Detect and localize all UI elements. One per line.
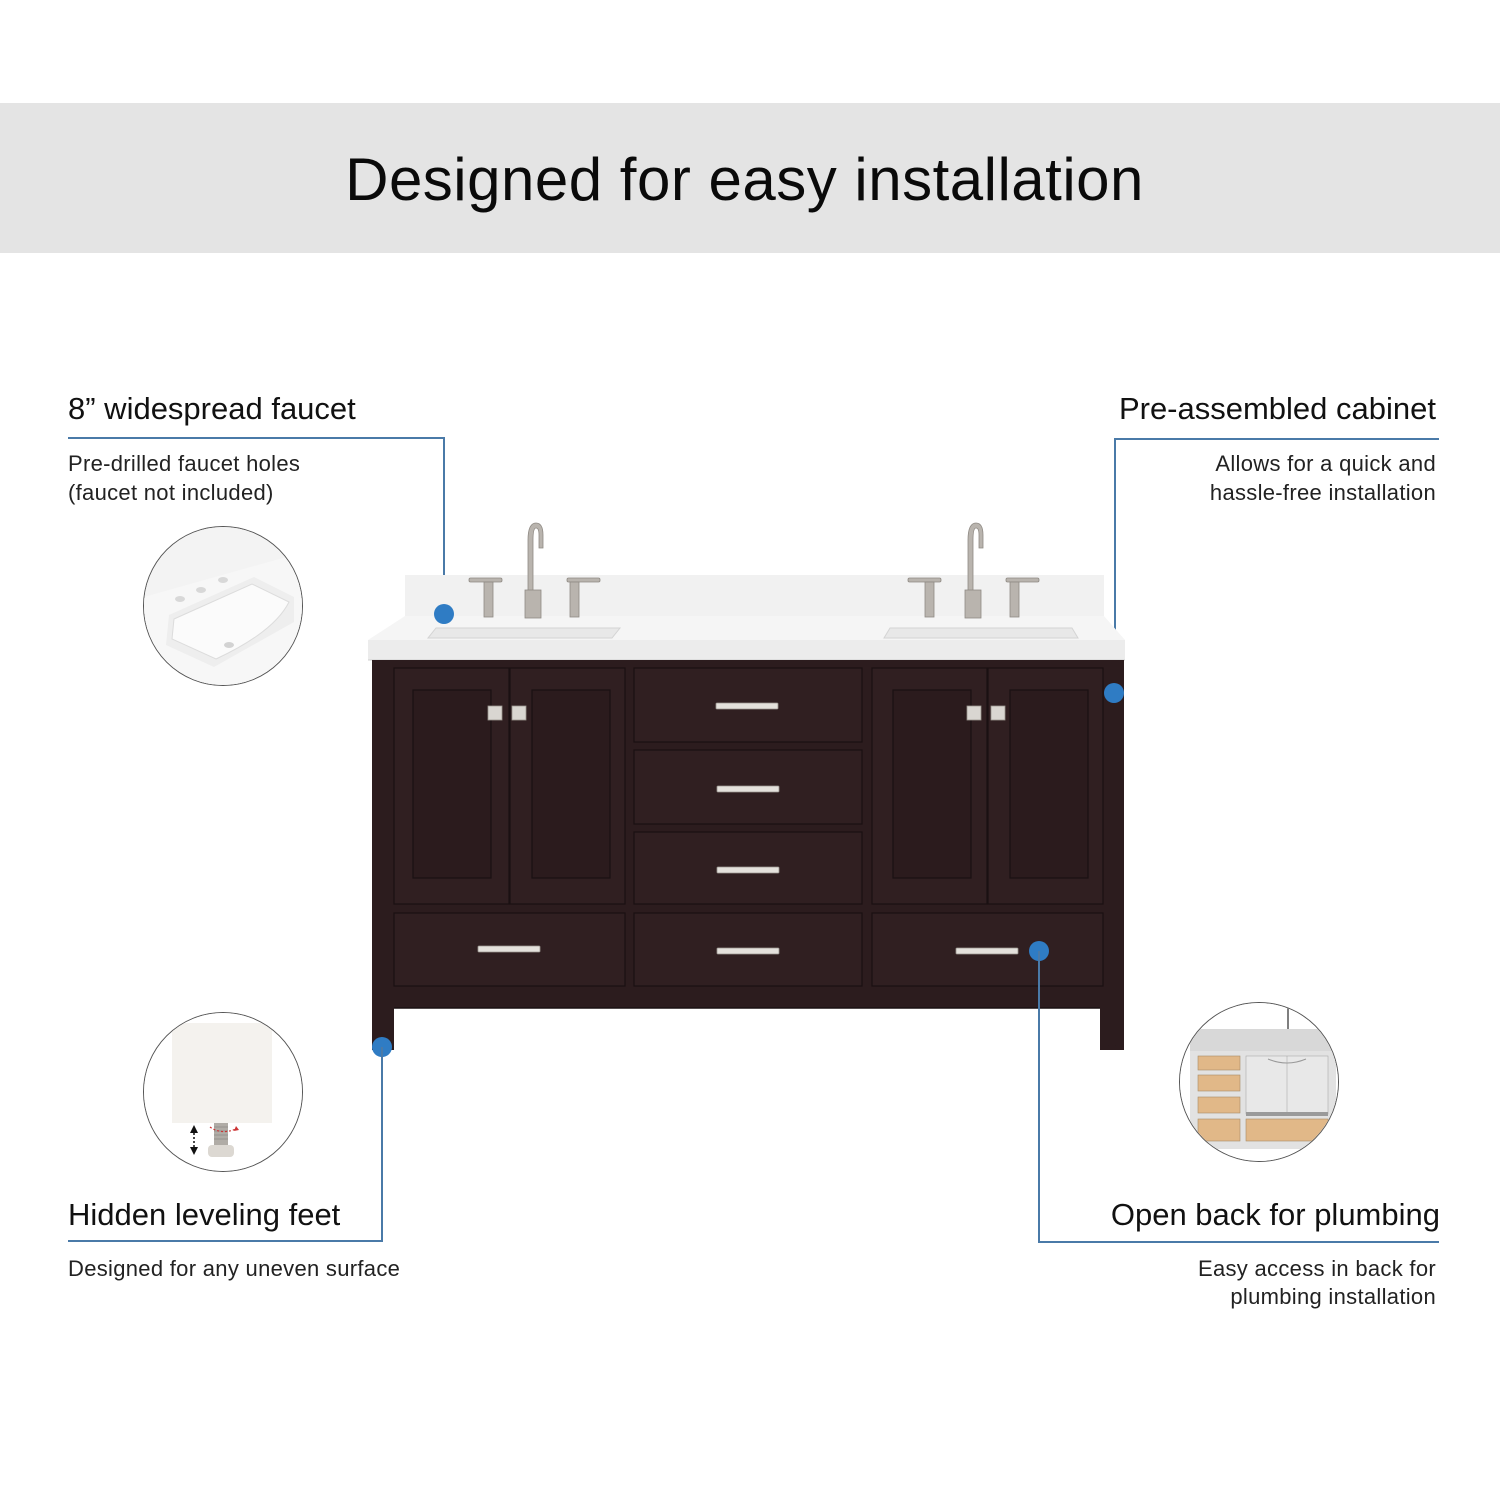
callout-line-plumbing-v <box>1038 951 1040 1242</box>
feature-desc-feet-1: Designed for any uneven surface <box>68 1256 401 1281</box>
open-back-thumbnail <box>1179 1002 1339 1162</box>
page-title: Designed for easy installation <box>345 146 1144 213</box>
feature-desc-plumbing-2: plumbing installation <box>1230 1284 1436 1309</box>
left-faucet-icon <box>468 522 601 619</box>
callout-line-feet-h <box>68 1240 383 1242</box>
open-back-cabinet-icon <box>1180 1003 1338 1161</box>
leveling-foot-icon <box>144 1013 302 1171</box>
callout-line-feet-v <box>381 1047 383 1241</box>
drawer-pull-icons <box>477 702 1019 955</box>
callout-line-faucet-v <box>443 437 445 614</box>
feature-title-faucet: 8” widespread faucet <box>68 391 356 426</box>
door-knob-icons <box>487 705 1006 721</box>
feature-desc-plumbing-1: Easy access in back for <box>1198 1256 1436 1281</box>
leveling-foot-thumbnail <box>143 1012 303 1172</box>
callout-line-cabinet-v <box>1114 438 1116 692</box>
right-faucet-icon <box>907 522 1040 619</box>
feature-desc-faucet-1: Pre-drilled faucet holes <box>68 451 301 476</box>
hotspot-faucet[interactable] <box>434 604 454 624</box>
feature-desc-cabinet-1: Allows for a quick and <box>1215 451 1436 476</box>
feature-desc-cabinet-2: hassle-free installation <box>1209 480 1436 505</box>
callout-line-plumbing-h <box>1038 1241 1439 1243</box>
feature-title-feet: Hidden leveling feet <box>68 1197 341 1232</box>
feature-title-plumbing: Open back for plumbing <box>1110 1197 1440 1232</box>
sink-image-icon <box>144 527 302 685</box>
header-banner <box>0 103 1500 253</box>
callout-line-faucet-h <box>68 437 445 439</box>
feature-title-cabinet: Pre-assembled cabinet <box>1118 391 1436 426</box>
feature-desc-faucet-2: (faucet not included) <box>68 480 274 505</box>
callout-line-cabinet-h <box>1114 438 1439 440</box>
sink-thumbnail <box>143 526 303 686</box>
hotspot-cabinet[interactable] <box>1104 683 1124 703</box>
